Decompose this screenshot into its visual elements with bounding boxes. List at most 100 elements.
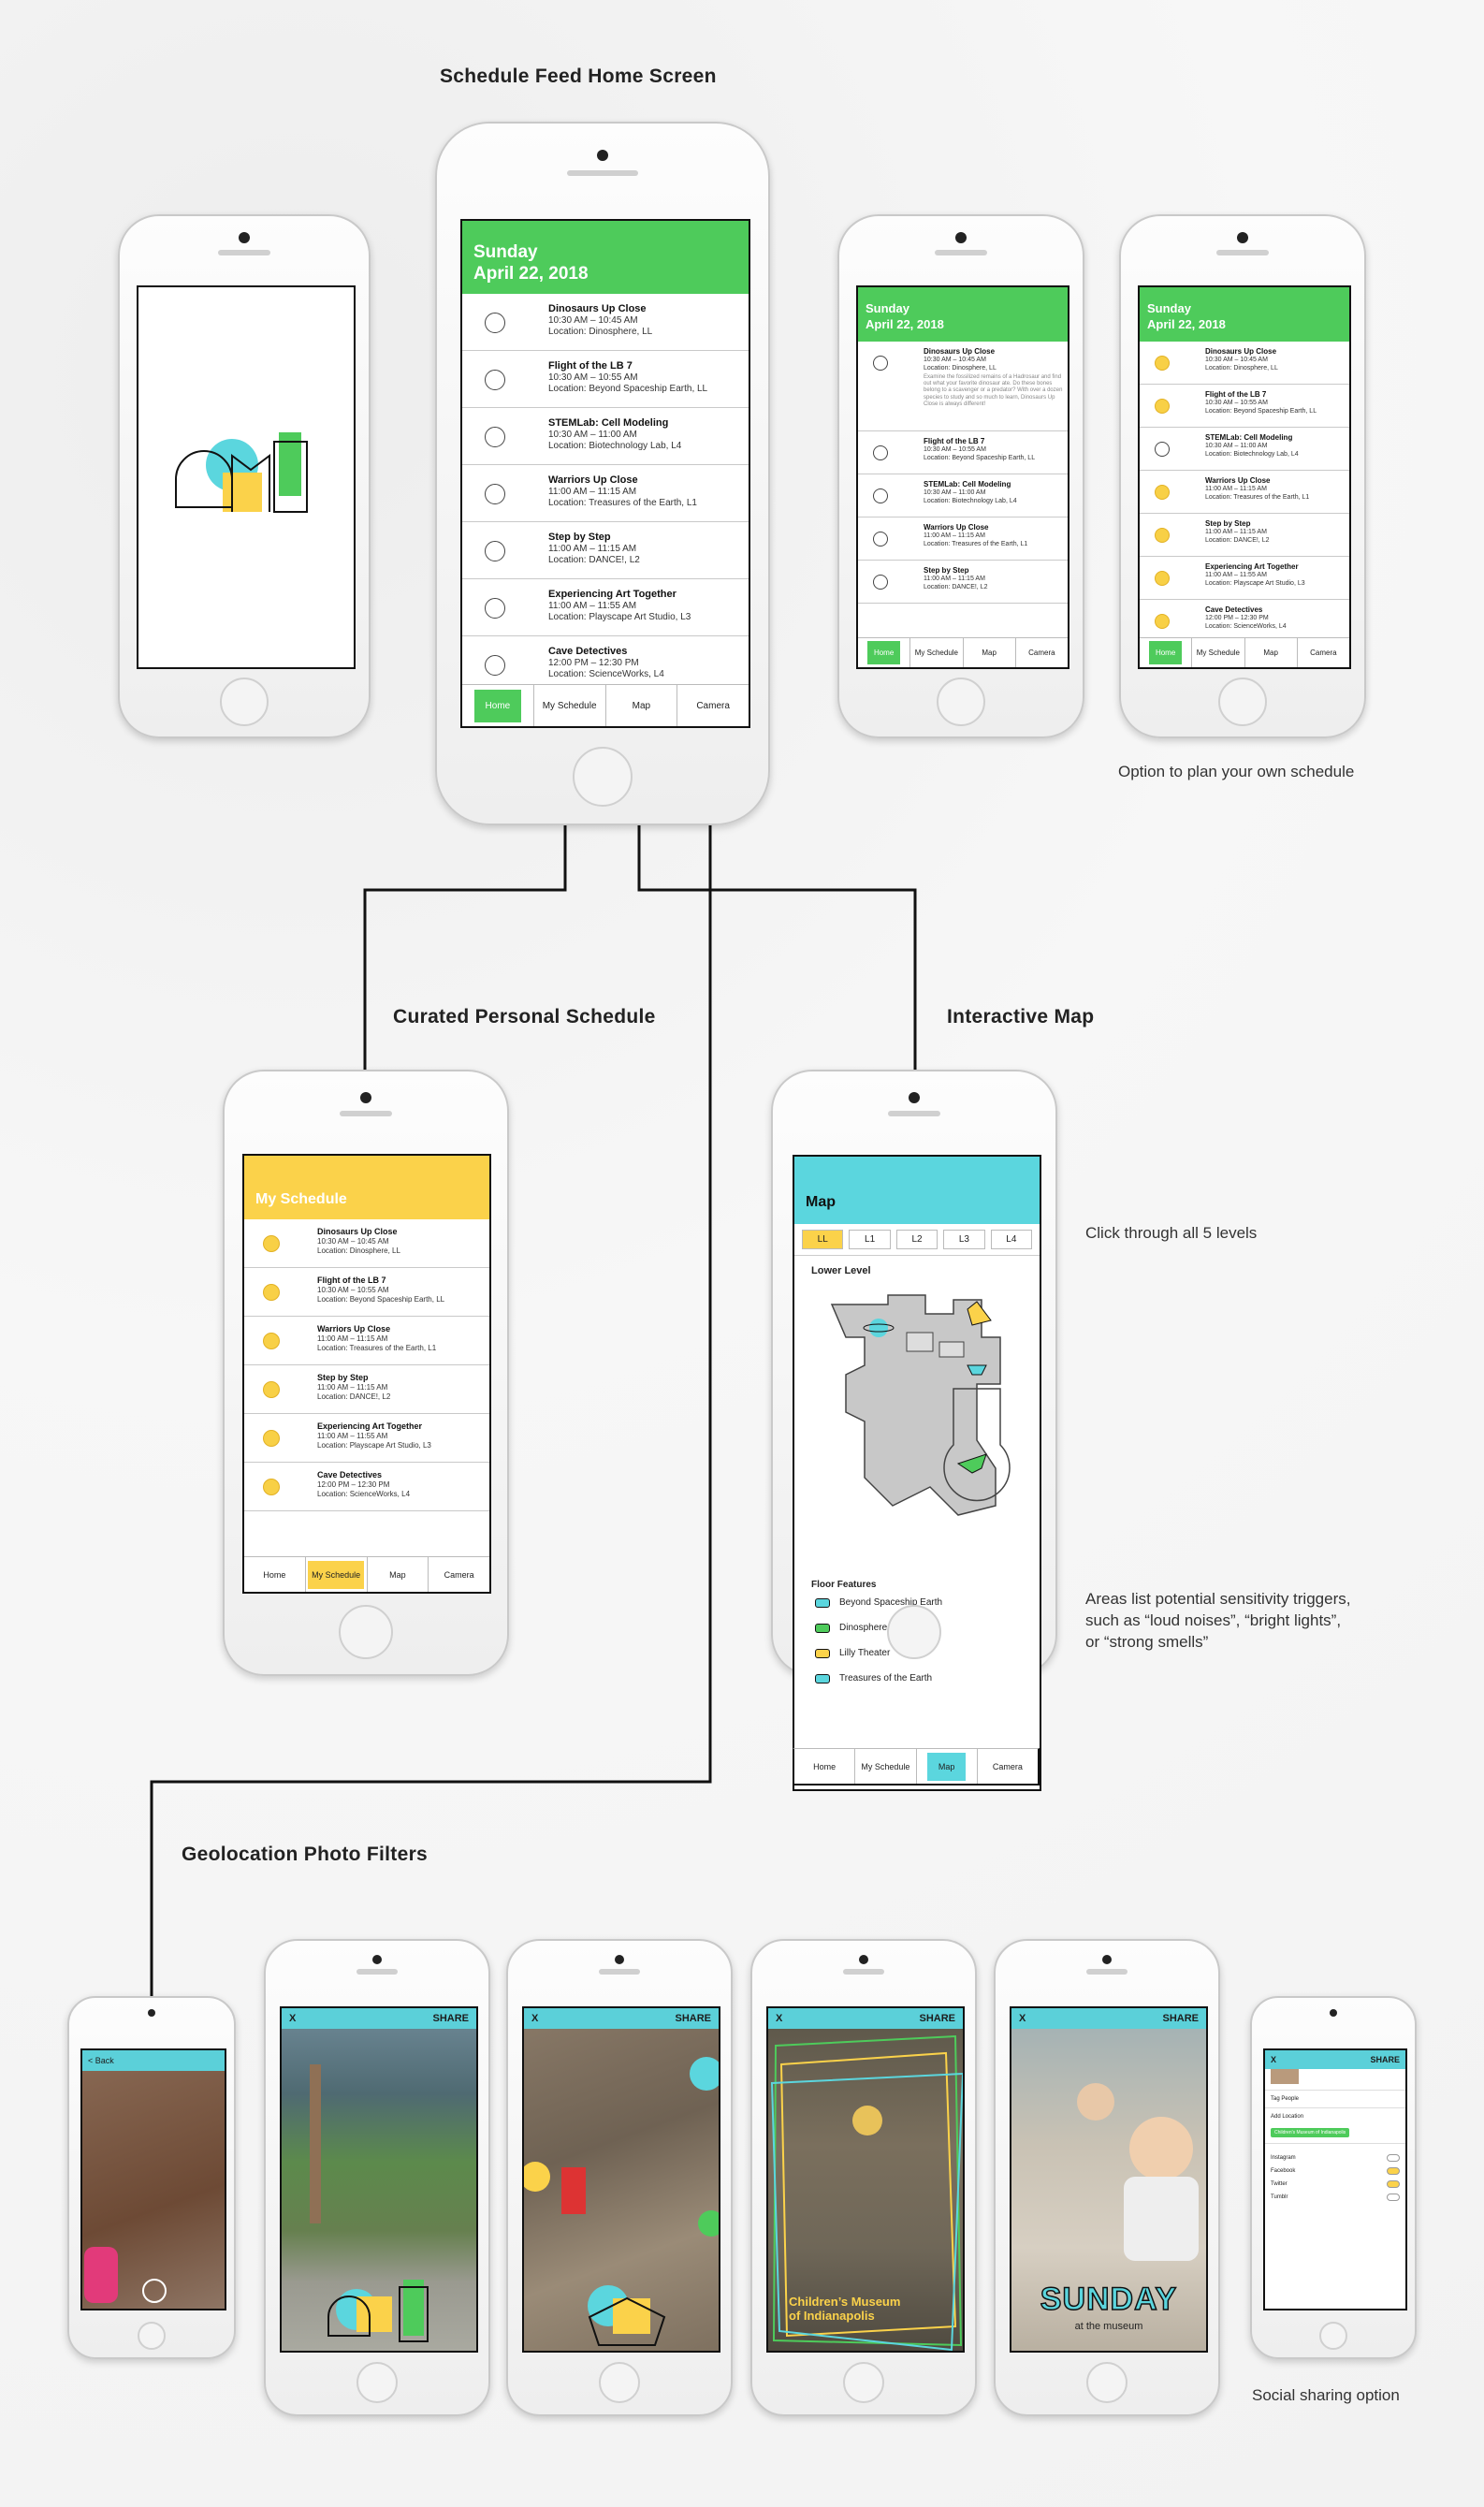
home-button[interactable]: [1319, 2322, 1347, 2350]
select-circle-icon[interactable]: [873, 575, 888, 590]
select-circle-icon[interactable]: [263, 1333, 280, 1349]
nav-map[interactable]: Map: [917, 1749, 978, 1784]
nav-camera[interactable]: Camera: [1298, 638, 1349, 667]
select-circle-icon[interactable]: [263, 1235, 280, 1252]
home-button[interactable]: [138, 2322, 166, 2350]
toggle-switch[interactable]: [1387, 2154, 1400, 2162]
home-button[interactable]: [937, 678, 985, 726]
home-button[interactable]: [220, 678, 269, 726]
planet-icon[interactable]: [863, 1319, 895, 1337]
nav-camera[interactable]: Camera: [978, 1749, 1038, 1784]
home-button[interactable]: [339, 1605, 393, 1659]
select-circle-icon[interactable]: [485, 597, 505, 619]
nav-home[interactable]: Home: [462, 685, 534, 726]
treasure-icon[interactable]: [967, 1364, 987, 1376]
nav-myschedule[interactable]: My Schedule: [910, 638, 964, 667]
nav-map[interactable]: Map: [368, 1557, 429, 1592]
feature-item[interactable]: Treasures of the Earth: [794, 1666, 1040, 1691]
close-button[interactable]: X: [776, 2013, 783, 2024]
select-circle-icon[interactable]: [1155, 485, 1170, 500]
share-button[interactable]: SHARE: [1162, 2013, 1199, 2024]
share-button[interactable]: SHARE: [675, 2013, 711, 2024]
select-circle-icon[interactable]: [263, 1430, 280, 1447]
home-button[interactable]: [1218, 678, 1267, 726]
nav-home[interactable]: Home: [794, 1749, 856, 1784]
nav-map[interactable]: Map: [964, 638, 1016, 667]
level-tab-l2[interactable]: L2: [895, 1230, 938, 1249]
feature-item[interactable]: Beyond Spaceship Earth: [794, 1590, 1040, 1615]
select-circle-icon[interactable]: [873, 356, 888, 371]
level-tab-l4[interactable]: L4: [990, 1230, 1033, 1249]
toggle-switch[interactable]: [1387, 2194, 1400, 2201]
location-tag[interactable]: Children's Museum of Indianapolis: [1271, 2128, 1350, 2137]
home-button[interactable]: [573, 747, 633, 807]
feature-item[interactable]: Dinosphere: [794, 1615, 1040, 1640]
close-button[interactable]: X: [531, 2013, 539, 2024]
select-circle-icon[interactable]: [1155, 571, 1170, 586]
nav-home[interactable]: Home: [1140, 638, 1193, 667]
select-circle-icon[interactable]: [485, 540, 505, 561]
nav-home[interactable]: Home: [858, 638, 911, 667]
share-button[interactable]: SHARE: [432, 2013, 469, 2024]
home-button[interactable]: [887, 1605, 941, 1659]
add-location-row[interactable]: Add Location: [1271, 2114, 1304, 2120]
nav-camera[interactable]: Camera: [429, 1557, 489, 1592]
nav-camera[interactable]: Camera: [677, 685, 749, 726]
select-circle-icon[interactable]: [1155, 442, 1170, 457]
back-button[interactable]: < Back: [88, 2056, 114, 2065]
shutter-button[interactable]: [142, 2279, 167, 2303]
close-button[interactable]: X: [1271, 2055, 1277, 2064]
close-button[interactable]: X: [1019, 2013, 1026, 2024]
home-button[interactable]: [843, 2362, 884, 2403]
nav-home[interactable]: Home: [244, 1557, 306, 1592]
select-circle-icon[interactable]: [263, 1284, 280, 1301]
nav-map[interactable]: Map: [1245, 638, 1298, 667]
select-circle-icon[interactable]: [873, 532, 888, 547]
select-circle-icon[interactable]: [263, 1479, 280, 1495]
toggle-switch[interactable]: [1387, 2167, 1400, 2175]
level-tab-ll[interactable]: LL: [802, 1230, 844, 1249]
select-circle-icon[interactable]: [1155, 399, 1170, 414]
close-button[interactable]: X: [289, 2013, 297, 2024]
tag-people-row[interactable]: Tag People: [1265, 2091, 1405, 2108]
select-circle-icon[interactable]: [1155, 356, 1170, 371]
select-circle-icon[interactable]: [485, 483, 505, 504]
nav-camera[interactable]: Camera: [1016, 638, 1068, 667]
feature-item[interactable]: Lilly Theater: [794, 1640, 1040, 1666]
toggle-switch[interactable]: [1387, 2180, 1400, 2188]
select-circle-icon[interactable]: [1155, 528, 1170, 543]
home-button[interactable]: [1086, 2362, 1128, 2403]
select-circle-icon[interactable]: [485, 654, 505, 676]
select-circle-icon[interactable]: [263, 1381, 280, 1398]
share-button[interactable]: SHARE: [919, 2013, 955, 2024]
select-circle-icon[interactable]: [485, 426, 505, 447]
level-tab-l3[interactable]: L3: [943, 1230, 985, 1249]
nav-myschedule[interactable]: My Schedule: [306, 1557, 368, 1592]
share-button[interactable]: SHARE: [1370, 2055, 1400, 2064]
nav-myschedule[interactable]: My Schedule: [1192, 638, 1245, 667]
select-circle-icon[interactable]: [485, 369, 505, 390]
nav-map[interactable]: Map: [606, 685, 678, 726]
nav-myschedule[interactable]: My Schedule: [855, 1749, 917, 1784]
